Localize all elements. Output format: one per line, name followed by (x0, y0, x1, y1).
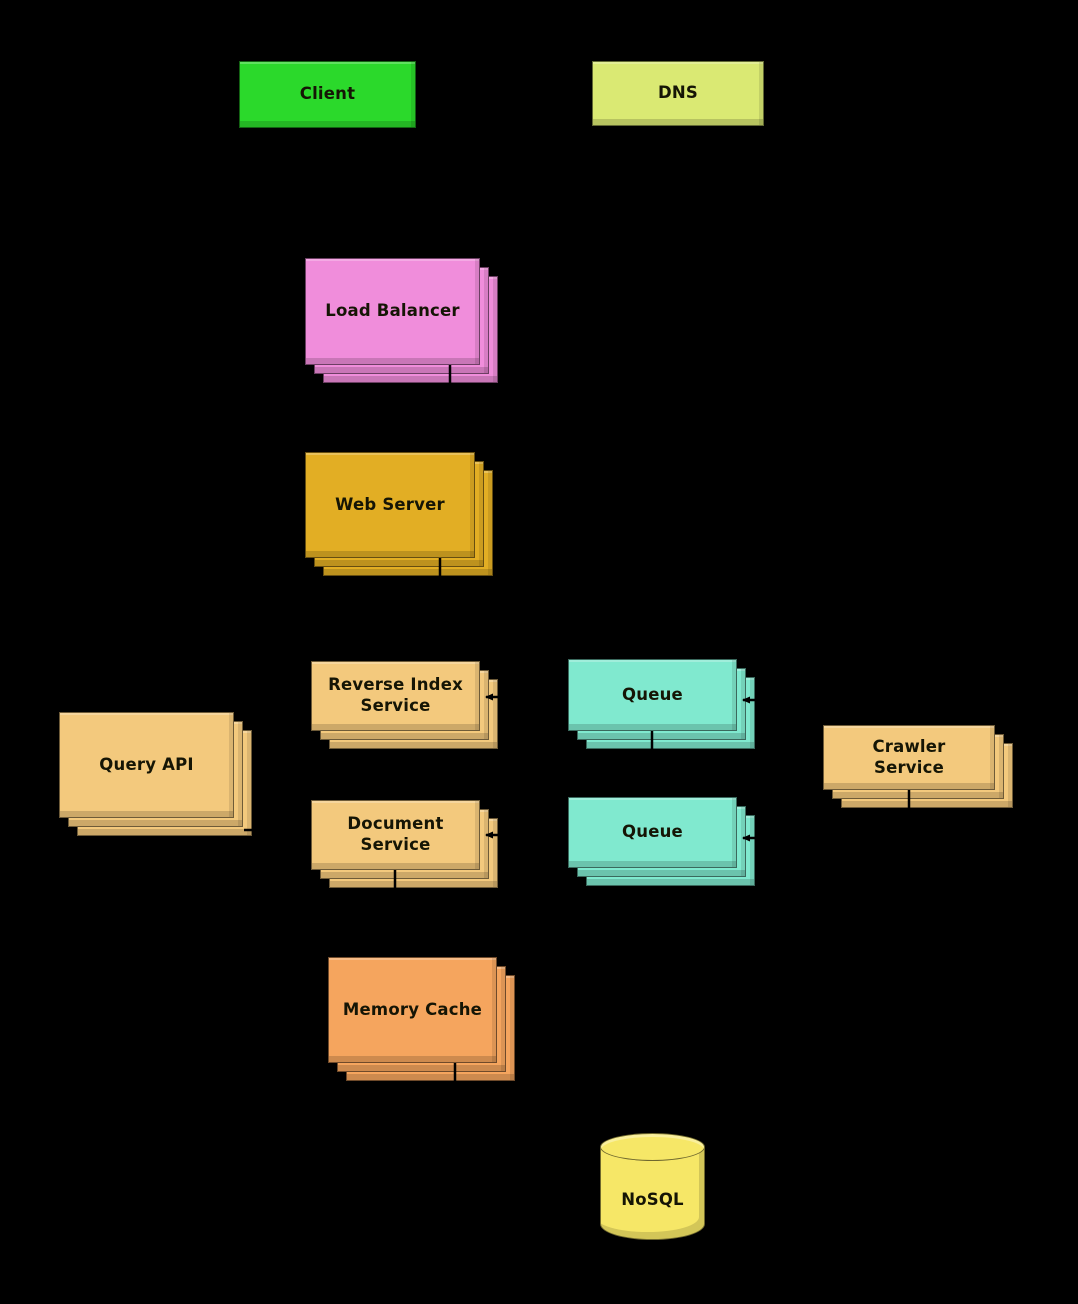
node-face: Reverse Index Service (311, 661, 480, 731)
node-web-server: Web Server (305, 452, 493, 576)
node-queue-bottom: Queue (568, 797, 755, 886)
node-reverse-index-service: Reverse Index Service (311, 661, 498, 749)
node-dns: DNS (592, 61, 764, 126)
node-face: Memory Cache (328, 957, 497, 1063)
node-client: Client (239, 61, 416, 128)
edge-crawler_service-to-queue_top (742, 696, 823, 754)
node-label: NoSQL (621, 1189, 684, 1209)
node-label: Queue (622, 684, 683, 704)
node-label: Reverse Index Service (328, 675, 463, 715)
node-face: Client (239, 61, 416, 128)
node-label: Crawler Service (872, 736, 946, 777)
edge-crawler_service-to-queue_bottom (742, 768, 823, 842)
node-face: Query API (59, 712, 234, 818)
node-queue-top: Queue (568, 659, 755, 749)
node-label: Client (299, 84, 356, 104)
node-query-api: Query API (59, 712, 252, 836)
node-crawler-service: Crawler Service (823, 725, 1013, 808)
node-face: Queue (568, 797, 737, 868)
node-face: Queue (568, 659, 737, 731)
node-face: Crawler Service (823, 725, 995, 790)
node-label: Web Server (335, 494, 445, 514)
node-label: Memory Cache (342, 999, 483, 1019)
node-face: DNS (592, 61, 764, 126)
node-label: Queue (622, 822, 683, 842)
cylinder-body: NoSQL (600, 1147, 705, 1240)
node-document-service: Document Service (311, 800, 498, 888)
node-nosql: NoSQL (600, 1133, 705, 1240)
cylinder-top (600, 1133, 705, 1161)
node-memory-cache: Memory Cache (328, 957, 515, 1081)
node-label: Document Service (347, 814, 444, 854)
node-label: Query API (99, 754, 194, 774)
node-face: Load Balancer (305, 258, 480, 365)
node-face: Web Server (305, 452, 475, 558)
node-label: Load Balancer (325, 301, 460, 321)
node-face: Document Service (311, 800, 480, 870)
node-label: DNS (658, 83, 698, 103)
node-load-balancer: Load Balancer (305, 258, 498, 383)
